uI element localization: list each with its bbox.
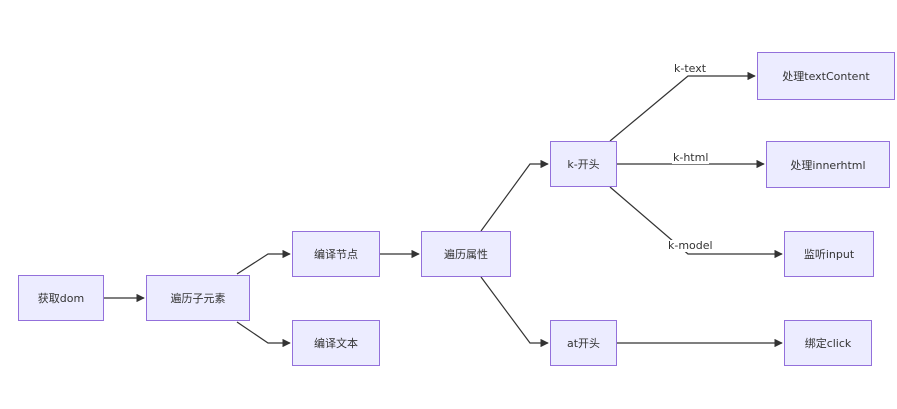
edge-label-k-model: k-model — [667, 239, 714, 252]
node-k-prefix: k-开头 — [550, 141, 617, 187]
node-handle-inner-html: 处理innerhtml — [766, 141, 890, 188]
edge-k-prefix-to-listen-input — [609, 186, 783, 259]
edge-traverse-children-to-compile-node — [236, 249, 291, 275]
edge-label-k-html: k-html — [672, 151, 710, 164]
node-listen-input: 监听input — [784, 231, 874, 277]
edge-label-k-text: k-text — [673, 62, 708, 75]
edge-traverse-attrs-to-k-prefix — [480, 159, 549, 232]
edge-k-prefix-to-handle-text-content — [609, 71, 756, 142]
node-compile-text: 编译文本 — [292, 320, 380, 366]
node-handle-text-content: 处理textContent — [757, 52, 895, 100]
node-compile-node: 编译节点 — [292, 231, 380, 277]
node-traverse-children: 遍历子元素 — [146, 275, 250, 321]
node-get-dom: 获取dom — [18, 275, 104, 321]
edge-traverse-attrs-to-at-prefix — [480, 276, 549, 348]
edge-traverse-children-to-compile-text — [236, 321, 291, 348]
node-at-prefix: at开头 — [550, 320, 617, 366]
node-bind-click: 绑定click — [784, 320, 872, 366]
node-traverse-attrs: 遍历属性 — [421, 231, 511, 277]
